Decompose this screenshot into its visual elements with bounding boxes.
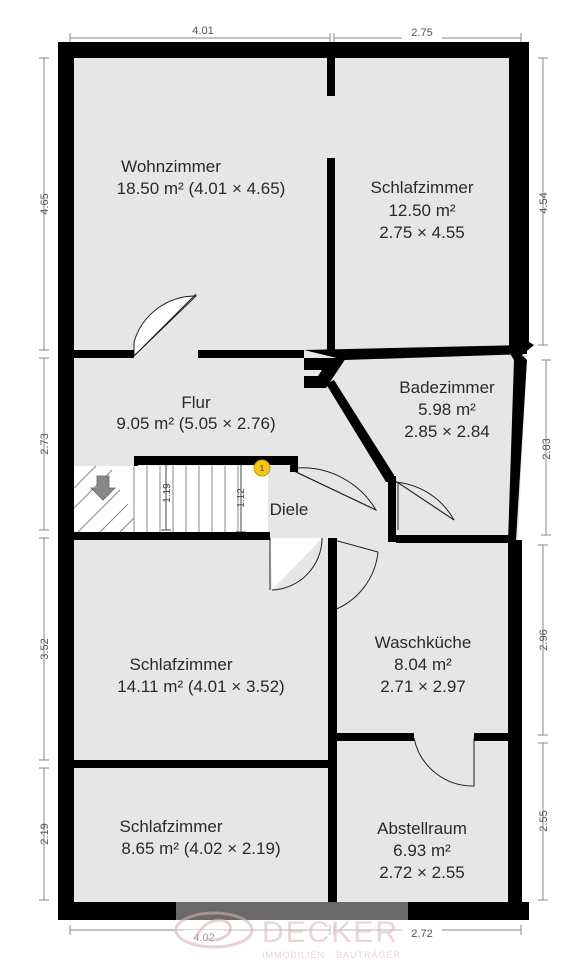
room-info-badezimmer-size: 2.85 × 2.84 bbox=[404, 422, 490, 441]
watermark: DECKER IMMOBILIEN · BAUTRÄGER bbox=[174, 902, 408, 960]
room-name-badezimmer: Badezimmer bbox=[399, 378, 495, 397]
wall-bath-chimney bbox=[304, 358, 346, 388]
walls bbox=[58, 42, 534, 920]
wall-east-mid-left bbox=[337, 733, 414, 741]
wall-flur-top-right bbox=[198, 350, 304, 358]
room-info-schlafzimmer-ne-area: 12.50 m² bbox=[388, 201, 455, 220]
floor-areas bbox=[70, 50, 527, 908]
wall-outer-top bbox=[58, 42, 529, 58]
wall-top-divider-upper bbox=[327, 58, 335, 96]
room-name-schlafzimmer-sw: Schlafzimmer bbox=[120, 817, 223, 836]
wall-stair-bottom bbox=[74, 532, 270, 540]
room-info-abstellraum-area: 6.93 m² bbox=[393, 841, 451, 860]
floor-main bbox=[70, 50, 527, 908]
room-info-waschkueche-size: 2.71 × 2.97 bbox=[380, 677, 466, 696]
dim-stair-1: 1.19 bbox=[162, 483, 173, 503]
wall-bath-diagonal bbox=[326, 380, 394, 482]
dim-right-3: 2.96 bbox=[538, 629, 550, 650]
dim-left-4: 2.19 bbox=[39, 823, 51, 844]
room-info-flur: 9.05 m² (5.05 × 2.76) bbox=[116, 414, 275, 433]
door-abstellraum bbox=[413, 737, 475, 787]
wall-flur-top-left bbox=[74, 350, 134, 358]
room-name-wohnzimmer: Wohnzimmer bbox=[121, 157, 221, 176]
dim-left-2: 2.73 bbox=[39, 433, 51, 454]
wall-outer-right bbox=[508, 42, 534, 920]
dim-right-1: 4.54 bbox=[538, 192, 550, 213]
room-name-abstellraum: Abstellraum bbox=[377, 819, 467, 838]
watermark-tagline: IMMOBILIEN · BAUTRÄGER bbox=[262, 950, 401, 960]
watermark-brand: DECKER bbox=[262, 916, 399, 949]
position-marker: 1 bbox=[253, 459, 271, 477]
wall-west-mid bbox=[74, 760, 328, 768]
wall-bath-bottom bbox=[396, 535, 514, 543]
wall-east-mid-right bbox=[474, 733, 514, 741]
wall-stair-right bbox=[290, 456, 298, 472]
door-diele-2 bbox=[270, 538, 322, 590]
doors bbox=[133, 293, 475, 787]
dim-top-right: 2.75 bbox=[411, 27, 432, 39]
room-labels: Wohnzimmer 18.50 m² (4.01 × 4.65) Schlaf… bbox=[116, 157, 495, 882]
room-info-abstellraum-size: 2.72 × 2.55 bbox=[379, 863, 465, 882]
room-info-badezimmer-area: 5.98 m² bbox=[418, 400, 476, 419]
wall-stair-top bbox=[134, 456, 296, 465]
wall-bath-side-stub bbox=[388, 476, 396, 542]
wall-center-vertical bbox=[328, 538, 337, 908]
wall-stair-left bbox=[134, 456, 138, 466]
room-info-wohnzimmer: 18.50 m² (4.01 × 4.65) bbox=[117, 179, 286, 198]
wall-top-divider-lower bbox=[327, 158, 335, 354]
room-info-schlafzimmer-w: 14.11 m² (4.01 × 3.52) bbox=[117, 677, 284, 696]
dim-top-left: 4.01 bbox=[192, 25, 213, 37]
dim-left-1: 4.65 bbox=[39, 193, 51, 214]
room-name-diele: Diele bbox=[270, 500, 309, 519]
dim-stair-2: 1.12 bbox=[236, 488, 247, 508]
staircase: 1.19 1.12 bbox=[71, 456, 268, 533]
door-badezimmer bbox=[393, 479, 455, 521]
room-name-schlafzimmer-ne: Schlafzimmer bbox=[371, 178, 474, 197]
dim-bottom-right: 2.72 bbox=[411, 928, 432, 940]
room-info-schlafzimmer-sw: 8.65 m² (4.02 × 2.19) bbox=[121, 839, 280, 858]
wall-outer-left bbox=[58, 42, 74, 920]
wall-outer-bottom bbox=[58, 902, 529, 920]
brand-logo-icon bbox=[174, 911, 254, 949]
door-diele bbox=[295, 467, 378, 512]
marker-label: 1 bbox=[260, 464, 265, 473]
dim-right-2: 2.83 bbox=[541, 438, 553, 459]
dim-right-4: 2.55 bbox=[538, 810, 550, 831]
room-info-waschkueche-area: 8.04 m² bbox=[394, 655, 452, 674]
dim-left-3: 3.52 bbox=[39, 638, 51, 659]
room-name-waschkueche: Waschküche bbox=[375, 633, 472, 652]
room-info-schlafzimmer-ne-size: 2.75 × 4.55 bbox=[379, 223, 465, 242]
stair-direction-arrow-icon bbox=[90, 475, 116, 501]
room-name-schlafzimmer-w: Schlafzimmer bbox=[130, 655, 233, 674]
room-name-flur: Flur bbox=[181, 393, 211, 412]
wall-bath-top bbox=[304, 345, 527, 360]
marker-icon bbox=[253, 459, 271, 477]
